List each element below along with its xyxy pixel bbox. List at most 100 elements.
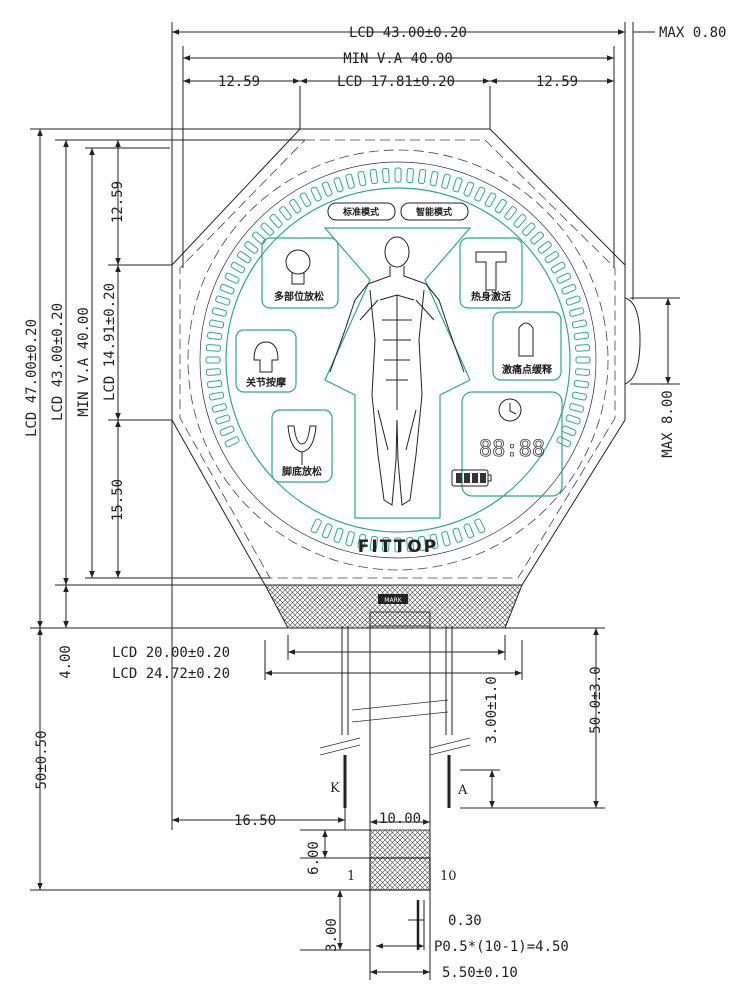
ring-segment: [417, 169, 427, 185]
dim-top-chamfer-v: 12.59: [110, 181, 126, 223]
foot-label: 脚底放松: [282, 465, 322, 478]
ring-segment: [575, 368, 591, 376]
ring-segment: [369, 169, 379, 185]
ring-segment: [345, 173, 355, 189]
dim-fpc-width: 10.00: [379, 811, 421, 827]
timer-digits: 88:88: [479, 437, 545, 462]
ring-segment: [522, 222, 536, 236]
ring-segment: [215, 295, 231, 306]
ring-segment: [569, 307, 585, 317]
ring-segment: [299, 192, 312, 208]
fpc-mark: [378, 594, 408, 604]
multi-part-box: 多部位放松: [261, 237, 339, 309]
ring-segment: [394, 537, 402, 553]
side-bump: [624, 297, 641, 385]
ring-segment: [219, 283, 235, 295]
ring-segment: [207, 379, 223, 389]
ring-segment: [382, 167, 390, 183]
ring-segment: [321, 181, 333, 197]
ring-segment: [269, 213, 283, 228]
warm-up-label: 热身激活: [471, 290, 511, 303]
dim-min-va-height: MIN V.A 40.00: [76, 307, 92, 417]
joint-box: 关节按摩: [235, 329, 297, 393]
ring-segment: [209, 319, 225, 329]
fpc-joint: [369, 611, 431, 627]
dim-fpc-length: 50±0.50: [34, 730, 50, 789]
pin-a-label: A: [457, 783, 468, 798]
ring-segment: [205, 368, 221, 376]
ring-segment: [209, 391, 225, 401]
ring-segment: [571, 319, 587, 329]
ring-segment: [219, 425, 235, 437]
dim-pitch: P0.5*(10-1)=4.50: [434, 939, 569, 955]
ring-segment: [230, 261, 246, 274]
ring-segment: [452, 177, 463, 193]
pain-relief-label: 激痛点缓释: [502, 363, 553, 376]
pin-1-label: 1: [347, 869, 355, 884]
dim-lead-offset: 16.50: [234, 813, 276, 829]
inner-ring: [225, 187, 571, 533]
ring-segment: [513, 213, 527, 228]
ring-segment: [550, 261, 566, 274]
ring-segment: [441, 531, 451, 547]
ring-segment: [463, 523, 475, 539]
ring-segment: [573, 331, 589, 341]
lcd-outline: [171, 128, 626, 586]
ring-segment: [575, 356, 591, 364]
ring-segment: [561, 283, 577, 295]
ring-segment: [382, 537, 390, 553]
ring-segment: [571, 391, 587, 401]
mode-standard-badge: 标准模式: [327, 202, 396, 221]
ring-segment: [474, 518, 486, 534]
ring-segment: [244, 241, 259, 254]
ring-segment: [569, 403, 585, 413]
ring-segment: [279, 206, 292, 221]
timer-box: 88:88: [451, 391, 563, 497]
ring-segment: [544, 251, 560, 264]
ring-segment: [452, 527, 463, 543]
ring-segment: [357, 171, 367, 187]
dim-max-thickness: MAX 8.00: [660, 390, 676, 457]
joint-label: 关节按摩: [246, 376, 287, 389]
ring-segment: [561, 425, 577, 437]
dim-lead-length: 50.0±3.0: [588, 666, 604, 733]
pain-relief-box: 激痛点缓释: [492, 311, 562, 381]
dim-bottom-chamfer-v: 15.50: [110, 479, 126, 521]
dim-lcd-bottom-20: LCD 20.00±0.20: [112, 645, 230, 661]
ring-segment: [236, 251, 252, 264]
body-panel: [323, 227, 472, 519]
dim-max-width: MAX 0.80: [659, 25, 726, 41]
dim-lcd-bottom-2472: LCD 24.72±0.20: [112, 666, 230, 682]
ring-segment: [406, 167, 414, 183]
ring-segment: [484, 192, 497, 208]
human-figure-icon: [329, 236, 465, 506]
ring-segment: [224, 272, 240, 284]
dim-contact-len: 3.00: [324, 918, 340, 952]
ring-segment: [556, 436, 572, 448]
dim-lcd-top-flat: LCD 17.81±0.20: [337, 74, 455, 90]
ring-segment: [406, 537, 414, 553]
dim-lcd-side-flat: LCD 14.91±0.20: [102, 283, 118, 401]
clock-icon: [498, 398, 522, 422]
dim-lcd-width: LCD 43.00±0.20: [349, 25, 467, 41]
ring-segment: [441, 173, 451, 189]
ring-segment: [345, 531, 355, 547]
dim-min-va-width: MIN V.A 40.00: [343, 51, 453, 67]
ring-segment: [310, 186, 322, 202]
multi-part-label: 多部位放松: [274, 290, 324, 303]
lead-wires: [319, 626, 471, 808]
dim-contact-span: 5.50±0.10: [442, 965, 518, 981]
pin-k-label: K: [330, 781, 340, 796]
ring-segment: [494, 198, 507, 214]
ring-segment: [565, 414, 581, 425]
ring-segment: [530, 231, 545, 245]
dim-left-chamfer: 12.59: [218, 74, 260, 90]
dim-lcd-height: LCD 43.00±0.20: [50, 303, 66, 421]
ring-segment: [429, 171, 439, 187]
dimension-lines: [30, 22, 680, 980]
ring-segment: [251, 231, 266, 245]
ring-segment: [537, 241, 552, 254]
ring-segment: [321, 523, 333, 539]
ring-segment: [504, 206, 517, 221]
